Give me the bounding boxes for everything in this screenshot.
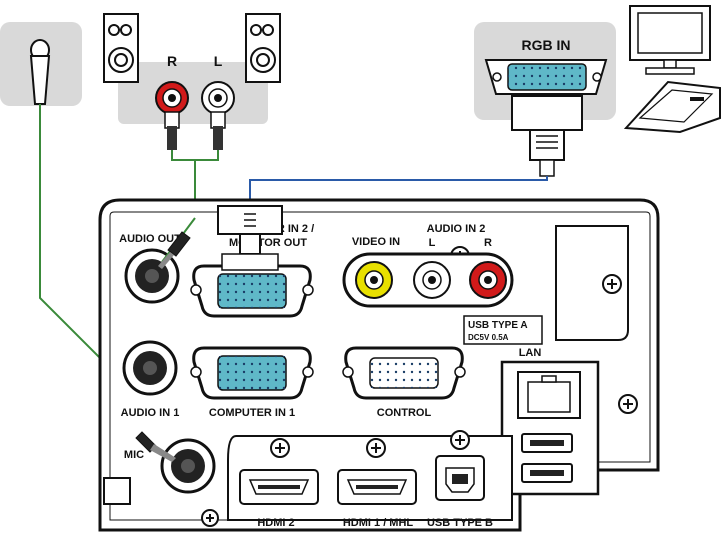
rca-plug-right bbox=[164, 111, 180, 150]
microphone-icon bbox=[0, 22, 82, 106]
audio-in-2-left-label: L bbox=[429, 237, 436, 249]
hdmi-2-port bbox=[239, 469, 319, 505]
hdmi-1-mhl-port bbox=[337, 469, 417, 505]
video-in-label: VIDEO IN bbox=[352, 236, 400, 248]
hdmi-1-label: HDMI 1 / MHL bbox=[343, 517, 414, 529]
audio-out-plug bbox=[158, 217, 196, 269]
speaker-left-label: L bbox=[214, 53, 223, 69]
monitor-input-panel: RGB IN bbox=[474, 22, 616, 177]
audio-in-1-jack bbox=[122, 340, 178, 396]
kensington-slot bbox=[103, 477, 131, 505]
mic-jack bbox=[160, 438, 216, 494]
screw-icon bbox=[450, 430, 470, 450]
screw-icon bbox=[270, 438, 290, 458]
video-in-jack bbox=[355, 261, 393, 299]
left-speaker-icon bbox=[103, 13, 139, 83]
control-port bbox=[342, 346, 466, 400]
right-speaker-icon bbox=[245, 13, 281, 83]
control-label: CONTROL bbox=[377, 407, 432, 419]
usb-a-port-2 bbox=[521, 463, 573, 483]
usb-type-b-label: USB TYPE B bbox=[427, 517, 493, 529]
mic-label: MIC bbox=[124, 449, 144, 461]
usb-power-label: DC5V 0.5A bbox=[468, 333, 509, 342]
monitor-icon bbox=[629, 5, 711, 75]
screw-icon bbox=[618, 394, 638, 414]
rca-plug-left bbox=[210, 111, 226, 150]
vga-cable-monitor bbox=[249, 176, 548, 205]
vga-plug-monitor bbox=[511, 95, 583, 177]
audio-in-1-label: AUDIO IN 1 bbox=[121, 407, 180, 419]
hdmi-2-label: HDMI 2 bbox=[257, 517, 294, 529]
speaker-right-label: R bbox=[167, 53, 177, 69]
usb-type-a-label-box: USB TYPE A DC5V 0.5A bbox=[463, 315, 543, 345]
mic-plug bbox=[135, 431, 176, 462]
usb-type-b-port bbox=[435, 455, 485, 501]
computer-in-1-port bbox=[190, 346, 314, 400]
audio-in-2-right-label: R bbox=[484, 237, 492, 249]
screw-icon bbox=[201, 509, 219, 527]
computer-in-2-port bbox=[190, 264, 314, 318]
usb-type-a-label: USB TYPE A bbox=[468, 320, 528, 331]
rca-jack-white bbox=[201, 81, 235, 115]
screw-icon bbox=[366, 438, 386, 458]
audio-in-2-left-jack bbox=[413, 261, 451, 299]
lan-label: LAN bbox=[519, 347, 542, 359]
cover-plate bbox=[555, 225, 629, 341]
lan-port bbox=[517, 371, 581, 419]
vga-plug-panel bbox=[217, 205, 283, 271]
speaker-system: R L bbox=[103, 13, 281, 150]
usb-a-port-1 bbox=[521, 433, 573, 453]
audio-in-2-label: AUDIO IN 2 bbox=[427, 223, 486, 235]
rgb-in-label: RGB IN bbox=[522, 37, 571, 53]
rca-jack-red bbox=[155, 81, 189, 115]
projector-back-panel: AUDIO OUT COMPUTER IN 2 / MONITOR OUT bbox=[98, 198, 660, 532]
lan-usb-module bbox=[500, 360, 600, 496]
projector-icon bbox=[623, 80, 721, 134]
audio-out-label: AUDIO OUT bbox=[119, 233, 181, 245]
computer-in-1-label: COMPUTER IN 1 bbox=[209, 407, 295, 419]
audio-in-2-right-jack bbox=[469, 261, 507, 299]
